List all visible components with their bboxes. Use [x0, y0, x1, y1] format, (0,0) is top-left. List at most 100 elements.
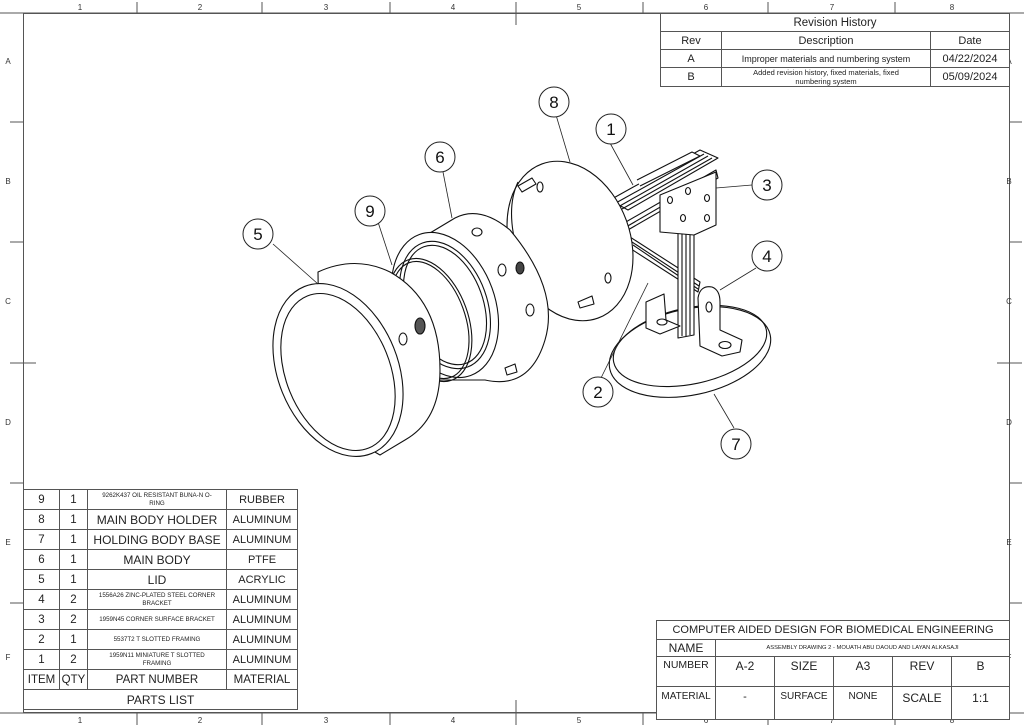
column-label: 7: [829, 3, 835, 12]
parts-qty: 1: [59, 629, 88, 650]
material-header: MATERIAL: [226, 669, 298, 690]
revision-description: Improper materials and numbering system: [721, 49, 931, 68]
parts-item-number: 8: [23, 509, 60, 530]
surface-label: SURFACE: [774, 686, 834, 720]
column-label: 2: [197, 716, 203, 725]
balloon-1: 1: [595, 113, 627, 145]
row-label: F: [5, 653, 11, 662]
column-label: 5: [576, 716, 582, 725]
number-label: NUMBER: [656, 656, 716, 687]
balloon-5: 5: [242, 218, 274, 250]
revision-date: 04/22/2024: [930, 49, 1010, 68]
revision-history-title: Revision History: [660, 13, 1010, 32]
revision-letter: A: [660, 49, 722, 68]
balloon-3: 3: [751, 169, 783, 201]
parts-material: ALUMINUM: [226, 509, 298, 530]
row-label: D: [1006, 418, 1012, 427]
parts-qty: 1: [59, 509, 88, 530]
balloon-circle: [242, 218, 274, 250]
parts-qty: 1: [59, 529, 88, 550]
description-header: Description: [721, 31, 931, 50]
column-label: 5: [576, 3, 582, 12]
row-label: C: [5, 297, 11, 306]
row-label: A: [5, 57, 11, 66]
parts-material: ALUMINUM: [226, 589, 298, 610]
balloon-number: 1: [606, 120, 615, 139]
column-label: 4: [450, 716, 456, 725]
number-value: A-2: [715, 656, 775, 687]
parts-part-number: 1556A26 ZINC-PLATED STEEL CORNER BRACKET: [87, 589, 227, 610]
material-label: MATERIAL: [656, 686, 716, 720]
parts-part-number: LID: [87, 569, 227, 590]
balloon-number: 6: [435, 148, 444, 167]
balloon-4: 4: [751, 240, 783, 272]
parts-material: ACRYLIC: [226, 569, 298, 590]
parts-material: ALUMINUM: [226, 649, 298, 670]
balloon-9: 9: [354, 195, 386, 227]
revision-row: B Added revision history, fixed material…: [660, 67, 1010, 87]
revision-letter: B: [660, 67, 722, 87]
material-value: -: [715, 686, 775, 720]
rev-header: Rev: [660, 31, 722, 50]
part-lid: [272, 263, 441, 457]
parts-part-number: 1959N11 MINIATURE T SLOTTED FRAMING: [87, 649, 227, 670]
column-label: 4: [450, 3, 456, 12]
balloon-circle: [582, 376, 614, 408]
parts-item-number: 3: [23, 609, 60, 630]
parts-part-number: MAIN BODY: [87, 549, 227, 570]
title-block: COMPUTER AIDED DESIGN FOR BIOMEDICAL ENG…: [656, 620, 1010, 720]
row-label: E: [5, 538, 11, 547]
balloon-circle: [424, 141, 456, 173]
row-label: B: [1006, 177, 1012, 186]
column-label: 3: [323, 3, 329, 12]
parts-item-number: 5: [23, 569, 60, 590]
balloon-circle: [354, 195, 386, 227]
balloon-number: 2: [593, 383, 602, 402]
column-label: 1: [77, 3, 83, 12]
parts-item-number: 1: [23, 649, 60, 670]
date-header: Date: [930, 31, 1010, 50]
parts-item-number: 4: [23, 589, 60, 610]
rev-label: REV: [892, 656, 952, 687]
parts-material: ALUMINUM: [226, 609, 298, 630]
parts-qty: 1: [59, 549, 88, 570]
part-corner-bracket: [645, 286, 743, 357]
balloon-number: 8: [549, 93, 558, 112]
row-label: E: [1006, 538, 1012, 547]
balloon-group: 1 2 3 4 5 6 7 8 9: [242, 86, 783, 460]
balloon-number: 4: [762, 247, 771, 266]
parts-material: ALUMINUM: [226, 529, 298, 550]
balloon-number: 5: [253, 225, 262, 244]
qty-header: QTY: [59, 669, 88, 690]
name-label: NAME: [656, 639, 716, 657]
parts-item-number: 6: [23, 549, 60, 570]
size-label: SIZE: [774, 656, 834, 687]
parts-item-number: 7: [23, 529, 60, 550]
revision-history-table: Revision History Rev Description Date A …: [660, 13, 1010, 87]
balloon-circle: [751, 169, 783, 201]
course-title: COMPUTER AIDED DESIGN FOR BIOMEDICAL ENG…: [656, 620, 1010, 640]
balloon-circle: [751, 240, 783, 272]
column-label: 2: [197, 3, 203, 12]
parts-material: ALUMINUM: [226, 629, 298, 650]
item-header: ITEM: [23, 669, 60, 690]
part-number-header: PART NUMBER: [87, 669, 227, 690]
row-label: B: [5, 177, 11, 186]
column-label: 3: [323, 716, 329, 725]
size-value: A3: [833, 656, 893, 687]
parts-part-number: HOLDING BODY BASE: [87, 529, 227, 550]
balloon-number: 3: [762, 176, 771, 195]
column-label: 8: [949, 3, 955, 12]
part-vertical-framing: [677, 221, 695, 339]
balloon-7: 7: [720, 428, 752, 460]
revision-date: 05/09/2024: [930, 67, 1010, 87]
row-label: D: [5, 418, 11, 427]
